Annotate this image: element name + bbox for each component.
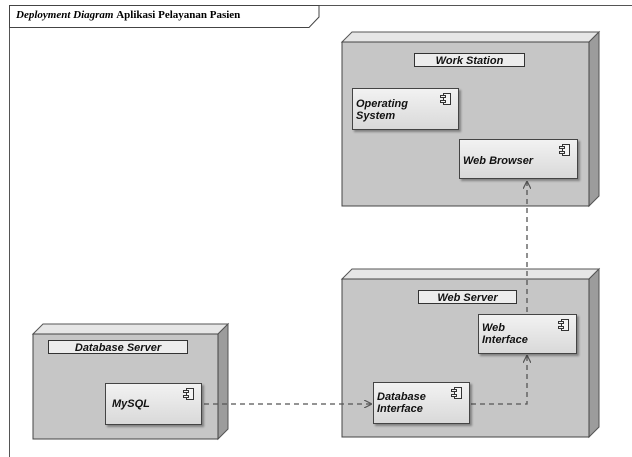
component-mysql[interactable]: MySQL [105, 383, 202, 425]
diagram-frame [9, 5, 632, 457]
component-web-interface-line2: Interface [482, 334, 528, 346]
component-operating-system-label: Operating System [356, 98, 408, 122]
node-label-web-server: Web Server [418, 290, 517, 304]
diagram-title: Deployment Diagram Aplikasi Pelayanan Pa… [16, 9, 240, 21]
diagram-title-name: Aplikasi Pelayanan Pasien [116, 9, 241, 21]
component-database-interface-line2: Interface [377, 403, 423, 415]
title-tab-outline [9, 5, 320, 28]
component-operating-system[interactable]: Operating System [352, 88, 459, 130]
node-label-work-station: Work Station [414, 53, 525, 67]
component-web-interface-line1: Web [482, 322, 506, 334]
component-operating-system-line1: Operating [356, 98, 408, 110]
node-label-database-server: Database Server [48, 340, 188, 354]
component-database-interface[interactable]: Database Interface [373, 382, 470, 424]
diagram-title-type: Deployment Diagram [16, 9, 114, 21]
connector-database-interface-to-web-interface [471, 356, 527, 405]
component-web-browser[interactable]: Web Browser [459, 139, 578, 179]
component-mysql-label: MySQL [112, 398, 150, 410]
component-web-interface[interactable]: Web Interface [478, 314, 577, 354]
component-operating-system-line2: System [356, 110, 396, 122]
component-web-interface-label: Web Interface [482, 322, 528, 346]
component-icon [440, 93, 452, 106]
component-icon [559, 144, 571, 157]
component-icon [451, 387, 463, 400]
component-web-browser-label: Web Browser [463, 154, 534, 167]
component-database-interface-line1: Database [377, 391, 426, 403]
component-icon [558, 319, 570, 332]
component-icon [183, 388, 195, 401]
component-database-interface-label: Database Interface [377, 391, 426, 415]
